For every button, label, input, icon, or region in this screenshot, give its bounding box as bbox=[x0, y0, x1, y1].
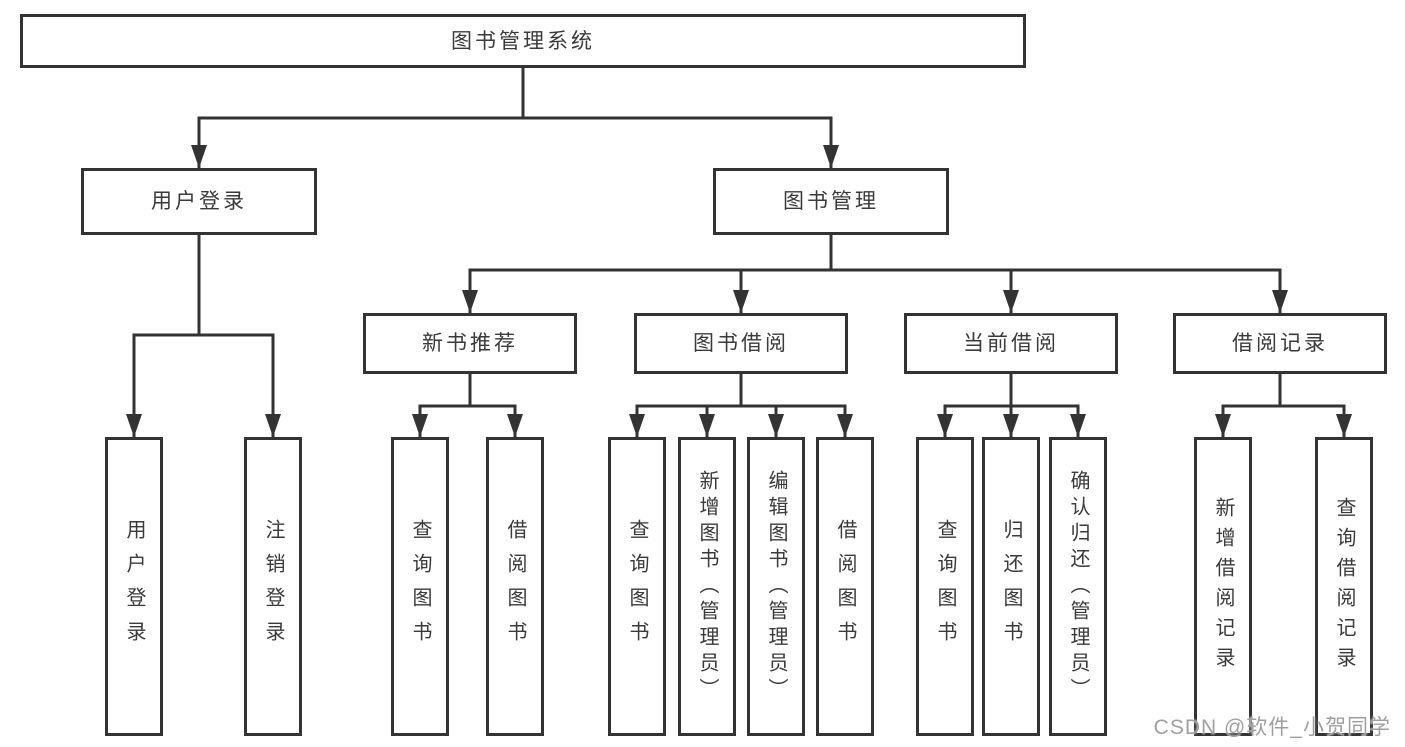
leaf-rec-query-books: 查询图书 bbox=[391, 437, 449, 736]
leaf-borrow-query-books: 查询图书 bbox=[608, 437, 666, 736]
node-label: 用户登录 bbox=[151, 190, 247, 213]
node-label: 确认归还（管理员） bbox=[1067, 469, 1089, 704]
node-current-borrowing: 当前借阅 bbox=[904, 313, 1118, 374]
leaf-current-return-books: 归还图书 bbox=[982, 437, 1040, 736]
node-book-borrowing: 图书借阅 bbox=[634, 313, 848, 374]
node-book-management: 图书管理 bbox=[713, 168, 949, 235]
node-label: 查询图书 bbox=[626, 518, 648, 655]
leaf-borrow-edit-books-admin: 编辑图书（管理员） bbox=[747, 437, 805, 736]
node-user-login: 用户登录 bbox=[81, 168, 317, 235]
node-new-book-recommendation: 新书推荐 bbox=[363, 313, 577, 374]
node-label: 当前借阅 bbox=[963, 332, 1059, 355]
node-label: 新增借阅记录 bbox=[1212, 496, 1234, 677]
leaf-rec-borrow-books: 借阅图书 bbox=[486, 437, 544, 736]
leaf-records-add-record: 新增借阅记录 bbox=[1194, 437, 1252, 736]
node-label: 注销登录 bbox=[262, 518, 284, 655]
leaf-current-query-books: 查询图书 bbox=[916, 437, 974, 736]
leaf-current-confirm-return-admin: 确认归还（管理员） bbox=[1049, 437, 1107, 736]
node-label: 查询图书 bbox=[934, 518, 956, 655]
node-label: 图书借阅 bbox=[693, 332, 789, 355]
node-label: 新书推荐 bbox=[422, 332, 518, 355]
leaf-records-query-record: 查询借阅记录 bbox=[1315, 437, 1373, 736]
node-label: 编辑图书（管理员） bbox=[765, 469, 787, 704]
node-label: 图书管理系统 bbox=[451, 29, 595, 53]
node-label: 查询借阅记录 bbox=[1333, 496, 1355, 677]
node-label: 用户登录 bbox=[123, 518, 145, 655]
node-label: 借阅图书 bbox=[504, 518, 526, 655]
watermark-text: CSDN @软件_小贺同学 bbox=[1153, 716, 1391, 739]
node-label: 新增图书（管理员） bbox=[696, 469, 718, 704]
leaf-logout-login: 注销登录 bbox=[244, 437, 302, 736]
node-label: 借阅图书 bbox=[834, 518, 856, 655]
leaf-user-login: 用户登录 bbox=[105, 437, 163, 736]
node-label: 图书管理 bbox=[783, 190, 879, 213]
node-label: 借阅记录 bbox=[1232, 332, 1328, 355]
node-borrow-records: 借阅记录 bbox=[1173, 313, 1387, 374]
node-label: 归还图书 bbox=[1000, 518, 1022, 655]
node-library-management-system: 图书管理系统 bbox=[20, 14, 1026, 68]
leaf-borrow-add-books-admin: 新增图书（管理员） bbox=[678, 437, 736, 736]
leaf-borrow-borrow-books: 借阅图书 bbox=[816, 437, 874, 736]
node-label: 查询图书 bbox=[409, 518, 431, 655]
